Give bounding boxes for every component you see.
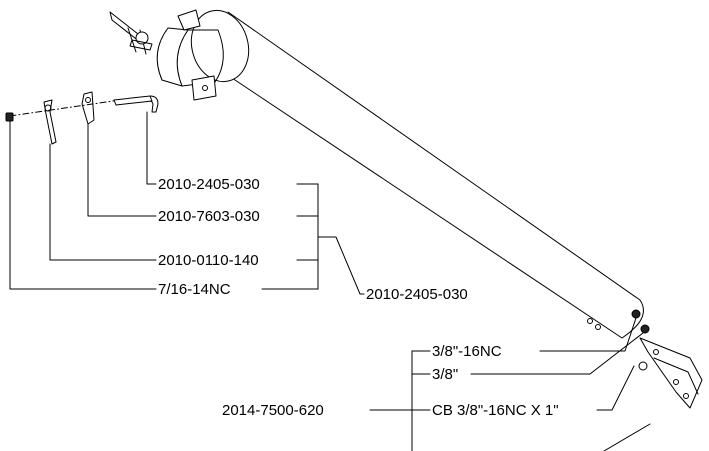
clip-part: [81, 91, 95, 125]
tube-hole: [595, 324, 601, 330]
label-tube: 2010-2405-030: [366, 286, 468, 303]
spring-part: [43, 99, 57, 145]
carriage-bolt: [638, 361, 648, 371]
bracket-plate: [639, 337, 703, 409]
label-clip: 2010-7603-030: [158, 208, 260, 225]
leader-lines-bottom: [369, 317, 651, 451]
label-pin: 2010-2405-030: [158, 176, 260, 193]
tube-hole: [587, 318, 593, 324]
nut-part: [5, 112, 14, 122]
tube: [156, 9, 644, 339]
label-washer: 3/8": [432, 366, 458, 383]
label-spring: 2010-0110-140: [158, 252, 259, 269]
hardware-exploded: [5, 91, 159, 145]
tube-tab-bottom: [191, 75, 217, 101]
bracket-washer: [640, 324, 650, 334]
tube-tab-top: [177, 9, 201, 31]
label-nut-bottom: 3/8"-16NC: [432, 343, 502, 360]
label-bolt: CB 3/8"-16NC X 1": [432, 402, 559, 419]
bracket-assembly: [631, 309, 703, 409]
bracket-nut: [631, 309, 641, 319]
label-nut-top: 7/16-14NC: [158, 281, 231, 298]
label-bracket-assembly: 2014-7500-620: [222, 402, 324, 419]
tube-latch-handle: [109, 11, 153, 55]
pin-part: [113, 95, 153, 106]
leader-lines-top: [9, 111, 365, 295]
